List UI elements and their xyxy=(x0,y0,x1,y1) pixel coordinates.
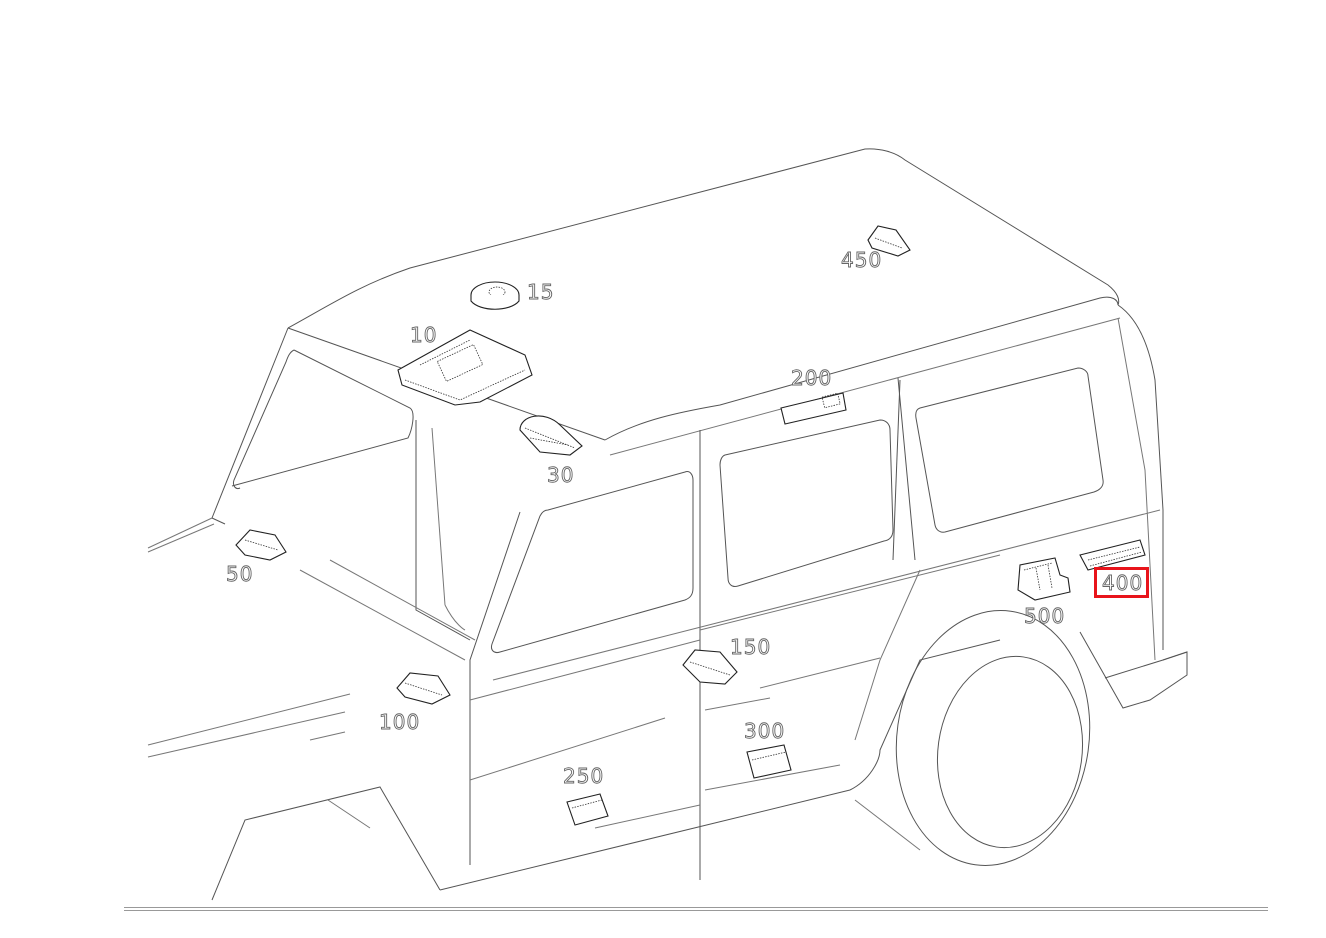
footer-divider-2 xyxy=(124,910,1268,911)
callout-400-highlighted[interactable]: 400 xyxy=(1093,567,1150,598)
part-30-light-unit[interactable] xyxy=(519,415,583,456)
part-200-switch-bar[interactable] xyxy=(780,392,847,425)
part-500-relay-block[interactable] xyxy=(1017,557,1071,601)
part-10-control-panel[interactable] xyxy=(397,329,533,406)
callout-250[interactable]: 250 xyxy=(563,764,605,788)
callout-450[interactable]: 450 xyxy=(841,248,883,272)
part-250-module[interactable] xyxy=(566,793,609,826)
part-450-lamp[interactable] xyxy=(867,225,911,257)
callout-200[interactable]: 200 xyxy=(791,366,833,390)
part-15-round-sensor[interactable] xyxy=(470,281,520,310)
part-150-lamp[interactable] xyxy=(682,649,738,685)
part-50-lamp[interactable] xyxy=(235,529,287,561)
callout-150[interactable]: 150 xyxy=(730,635,772,659)
part-400-connector[interactable] xyxy=(1079,539,1146,571)
callout-30[interactable]: 30 xyxy=(547,463,575,487)
callout-10[interactable]: 10 xyxy=(410,323,438,347)
callout-100[interactable]: 100 xyxy=(379,710,421,734)
vehicle-outline xyxy=(147,148,1188,901)
callout-300[interactable]: 300 xyxy=(744,719,786,743)
callout-500[interactable]: 500 xyxy=(1024,604,1066,628)
part-300-module[interactable] xyxy=(746,744,792,779)
callout-15[interactable]: 15 xyxy=(527,280,555,304)
part-100-lamp[interactable] xyxy=(396,672,451,705)
footer-divider xyxy=(124,907,1268,908)
callout-50[interactable]: 50 xyxy=(226,562,254,586)
